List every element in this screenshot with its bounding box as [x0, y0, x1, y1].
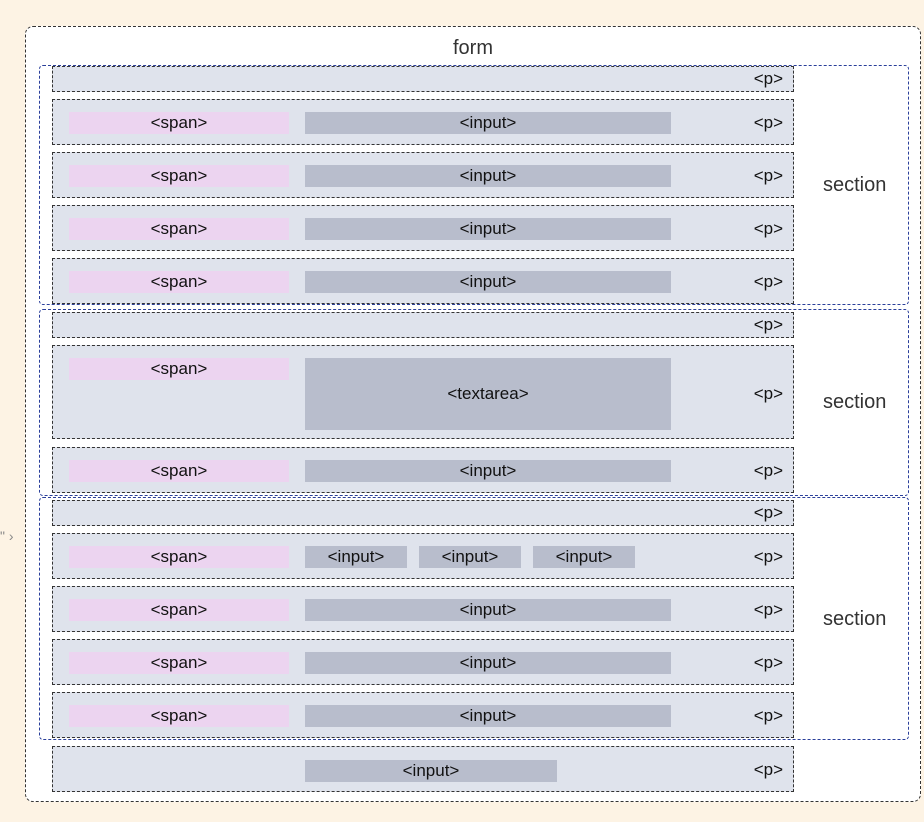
section-1-box [39, 65, 909, 305]
p-tag: <p> [753, 113, 783, 132]
input-field[interactable]: <input> [305, 165, 671, 187]
edge-marker: " › [0, 528, 14, 544]
input-field-small[interactable]: <input> [419, 546, 521, 568]
section-3-header-row: <p> [52, 500, 794, 526]
p-tag: <p> [753, 706, 783, 725]
input-field[interactable]: <input> [305, 271, 671, 293]
section-1-header-row: <p> [52, 66, 794, 92]
input-field[interactable]: <input> [305, 652, 671, 674]
field-row: <span> <input> <p> [52, 152, 794, 198]
input-field[interactable]: <input> [305, 460, 671, 482]
textarea-field[interactable]: <textarea> [305, 358, 671, 430]
p-tag: <p> [753, 760, 783, 779]
p-tag: <p> [753, 547, 783, 566]
span-label: <span> [69, 271, 289, 293]
section-1-label: section [823, 174, 887, 196]
span-label: <span> [69, 705, 289, 727]
field-row: <span> <input> <p> [52, 639, 794, 685]
section-3-label: section [823, 608, 887, 630]
submit-input[interactable]: <input> [305, 760, 557, 782]
textarea-row: <span> <textarea> <p> [52, 345, 794, 439]
p-tag: <p> [753, 653, 783, 672]
section-2-box [39, 309, 909, 496]
input-field-small[interactable]: <input> [533, 546, 635, 568]
span-label: <span> [69, 599, 289, 621]
span-label: <span> [69, 165, 289, 187]
input-field-small[interactable]: <input> [305, 546, 407, 568]
field-row: <span> <input> <p> [52, 258, 794, 304]
triple-input-row: <span> <input> <input> <input> <p> [52, 533, 794, 579]
input-field[interactable]: <input> [305, 705, 671, 727]
input-field[interactable]: <input> [305, 112, 671, 134]
footer-row: <input> <p> [52, 746, 794, 792]
field-row: <span> <input> <p> [52, 586, 794, 632]
p-tag: <p> [753, 69, 783, 88]
span-label: <span> [69, 546, 289, 568]
p-tag: <p> [753, 219, 783, 238]
section-2-label: section [823, 391, 887, 413]
field-row: <span> <input> <p> [52, 205, 794, 251]
span-label: <span> [69, 358, 289, 380]
field-row: <span> <input> <p> [52, 447, 794, 493]
field-row: <span> <input> <p> [52, 692, 794, 738]
input-field[interactable]: <input> [305, 218, 671, 240]
field-row: <span> <input> <p> [52, 99, 794, 145]
p-tag: <p> [753, 166, 783, 185]
input-field[interactable]: <input> [305, 599, 671, 621]
p-tag: <p> [753, 503, 783, 522]
section-2-header-row: <p> [52, 312, 794, 338]
p-tag: <p> [753, 315, 783, 334]
span-label: <span> [69, 112, 289, 134]
span-label: <span> [69, 652, 289, 674]
p-tag: <p> [753, 384, 783, 403]
p-tag: <p> [753, 600, 783, 619]
span-label: <span> [69, 218, 289, 240]
p-tag: <p> [753, 461, 783, 480]
span-label: <span> [69, 460, 289, 482]
form-label: form [453, 37, 493, 59]
section-3-box [39, 497, 909, 740]
p-tag: <p> [753, 272, 783, 291]
